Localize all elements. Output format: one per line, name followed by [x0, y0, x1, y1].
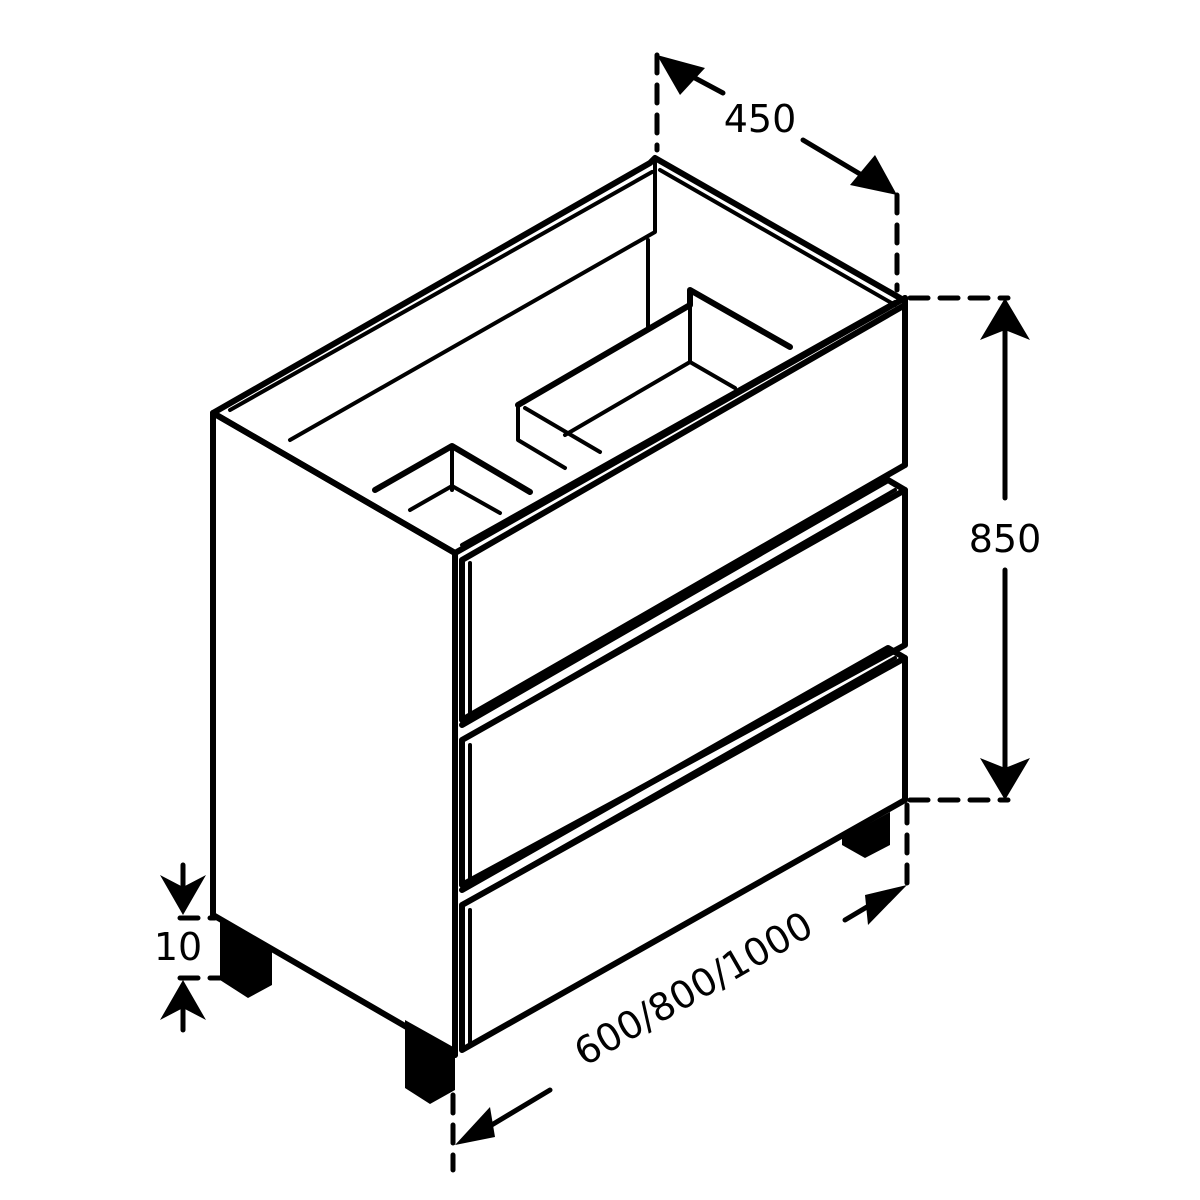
- depth-label: 450: [724, 97, 797, 141]
- drawer-bottom[interactable]: [459, 645, 908, 1053]
- drawer-top[interactable]: [459, 302, 908, 723]
- legs: [220, 812, 890, 1104]
- dimension-height: [907, 295, 1030, 803]
- leg-front-right: [405, 1020, 455, 1104]
- inner-tray-right: [515, 287, 793, 470]
- drawer-middle[interactable]: [459, 477, 908, 888]
- plumbing-cutout-left: [372, 443, 533, 515]
- dimension-leg-height: [160, 862, 223, 1033]
- leg-back-right: [842, 812, 890, 858]
- dimension-width: [450, 802, 910, 1173]
- top-edge: [210, 155, 903, 416]
- dimension-depth: [654, 52, 900, 293]
- height-label: 850: [969, 517, 1042, 561]
- middle-drawer-front: [459, 487, 908, 888]
- bottom-drawer-front: [459, 655, 908, 1053]
- back-panel: [288, 161, 657, 442]
- leg-height-label: 10: [154, 925, 202, 969]
- width-label: 600/800/1000: [567, 903, 821, 1075]
- top-drawer-front: [459, 302, 908, 723]
- leg-front-left: [220, 920, 272, 998]
